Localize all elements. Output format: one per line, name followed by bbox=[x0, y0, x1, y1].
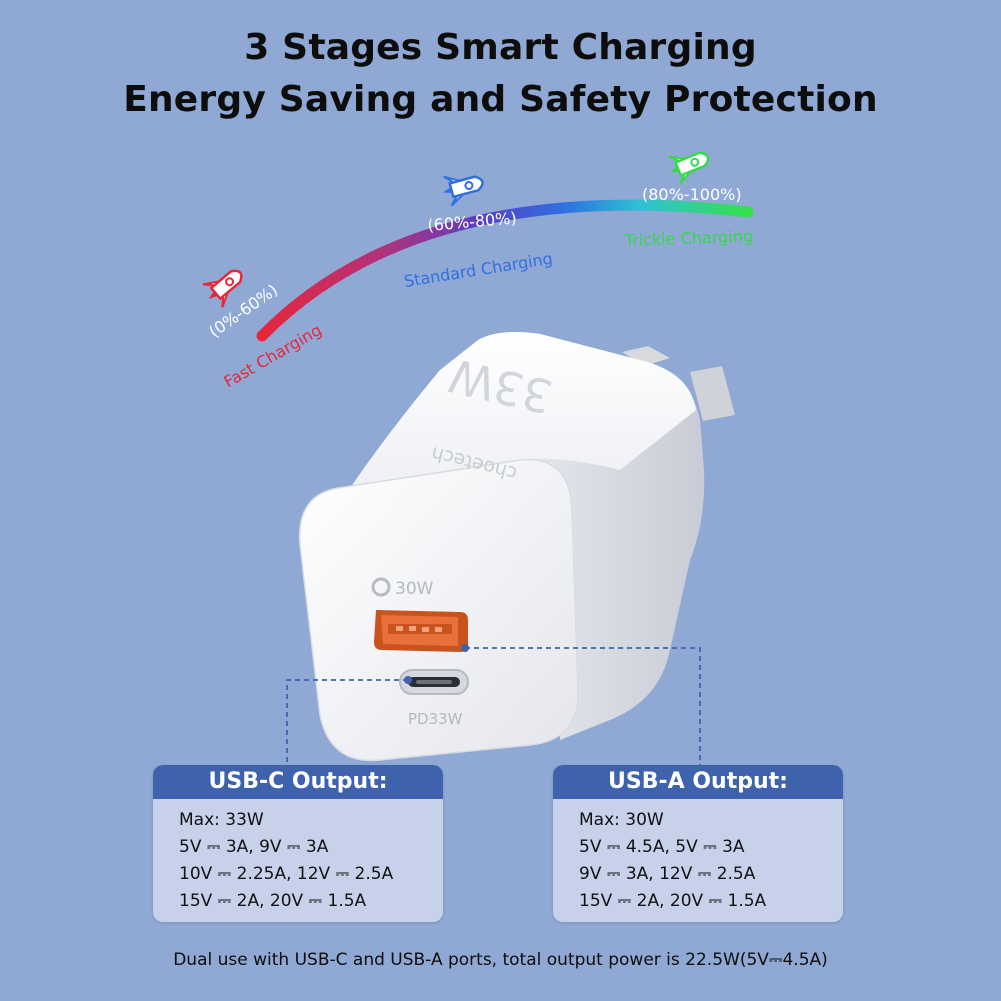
rocket-icon bbox=[442, 175, 484, 207]
progress-arc bbox=[256, 199, 754, 342]
footer-note: Dual use with USB-C and USB-A ports, tot… bbox=[173, 950, 828, 970]
stage-3-name: Trickle Charging bbox=[623, 227, 753, 250]
connector-lines bbox=[286, 644, 701, 765]
plug-prong bbox=[622, 346, 670, 366]
usb-c-spec-list: Max: 33W 5V ⎓ 3A, 9V ⎓ 3A 10V ⎓ 2.25A, 1… bbox=[153, 799, 443, 915]
usbc-connector-line bbox=[286, 679, 408, 765]
usbc-port-label: PD33W bbox=[408, 710, 463, 728]
usb-c-spec-line: 15V ⎓ 2A, 20V ⎓ 1.5A bbox=[179, 891, 367, 911]
rocket-icon bbox=[202, 269, 243, 308]
usb-a-spec-line: 5V ⎓ 4.5A, 5V ⎓ 3A bbox=[579, 837, 745, 857]
usb-a-output-title: USB-A Output: bbox=[553, 765, 843, 799]
usb-c-spec-line: 5V ⎓ 3A, 9V ⎓ 3A bbox=[179, 837, 329, 857]
usb-c-output-panel: USB-C Output: Max: 33W 5V ⎓ 3A, 9V ⎓ 3A … bbox=[153, 765, 443, 922]
headline-line-2: Energy Saving and Safety Protection bbox=[123, 79, 878, 120]
usb-c-output-title: USB-C Output: bbox=[153, 765, 443, 799]
quick-charge-icon bbox=[371, 577, 391, 597]
usba-connector-line bbox=[465, 647, 701, 765]
charger-top bbox=[350, 332, 696, 488]
rocket-icon bbox=[668, 151, 710, 186]
usb-a-output-panel: USB-A Output: Max: 30W 5V ⎓ 4.5A, 5V ⎓ 3… bbox=[553, 765, 843, 922]
plug-prong bbox=[690, 366, 735, 421]
usb-c-port bbox=[399, 669, 469, 695]
usb-c-spec-line: 10V ⎓ 2.25A, 12V ⎓ 2.5A bbox=[179, 864, 394, 884]
usb-a-spec-line: Max: 30W bbox=[579, 810, 664, 830]
usb-a-spec-line: 15V ⎓ 2A, 20V ⎓ 1.5A bbox=[579, 891, 767, 911]
usb-a-spec-list: Max: 30W 5V ⎓ 4.5A, 5V ⎓ 3A 9V ⎓ 3A, 12V… bbox=[553, 799, 843, 915]
charger-front-face bbox=[298, 458, 579, 762]
headline-line-1: 3 Stages Smart Charging bbox=[244, 27, 757, 68]
usb-a-port bbox=[374, 610, 468, 652]
usba-port-label: 30W bbox=[395, 579, 434, 599]
usb-a-spec-line: 9V ⎓ 3A, 12V ⎓ 2.5A bbox=[579, 864, 756, 884]
headline: 3 Stages Smart Charging Energy Saving an… bbox=[0, 22, 1001, 126]
stage-3-range: (80%-100%) bbox=[642, 185, 742, 204]
usb-c-spec-line: Max: 33W bbox=[179, 810, 264, 830]
